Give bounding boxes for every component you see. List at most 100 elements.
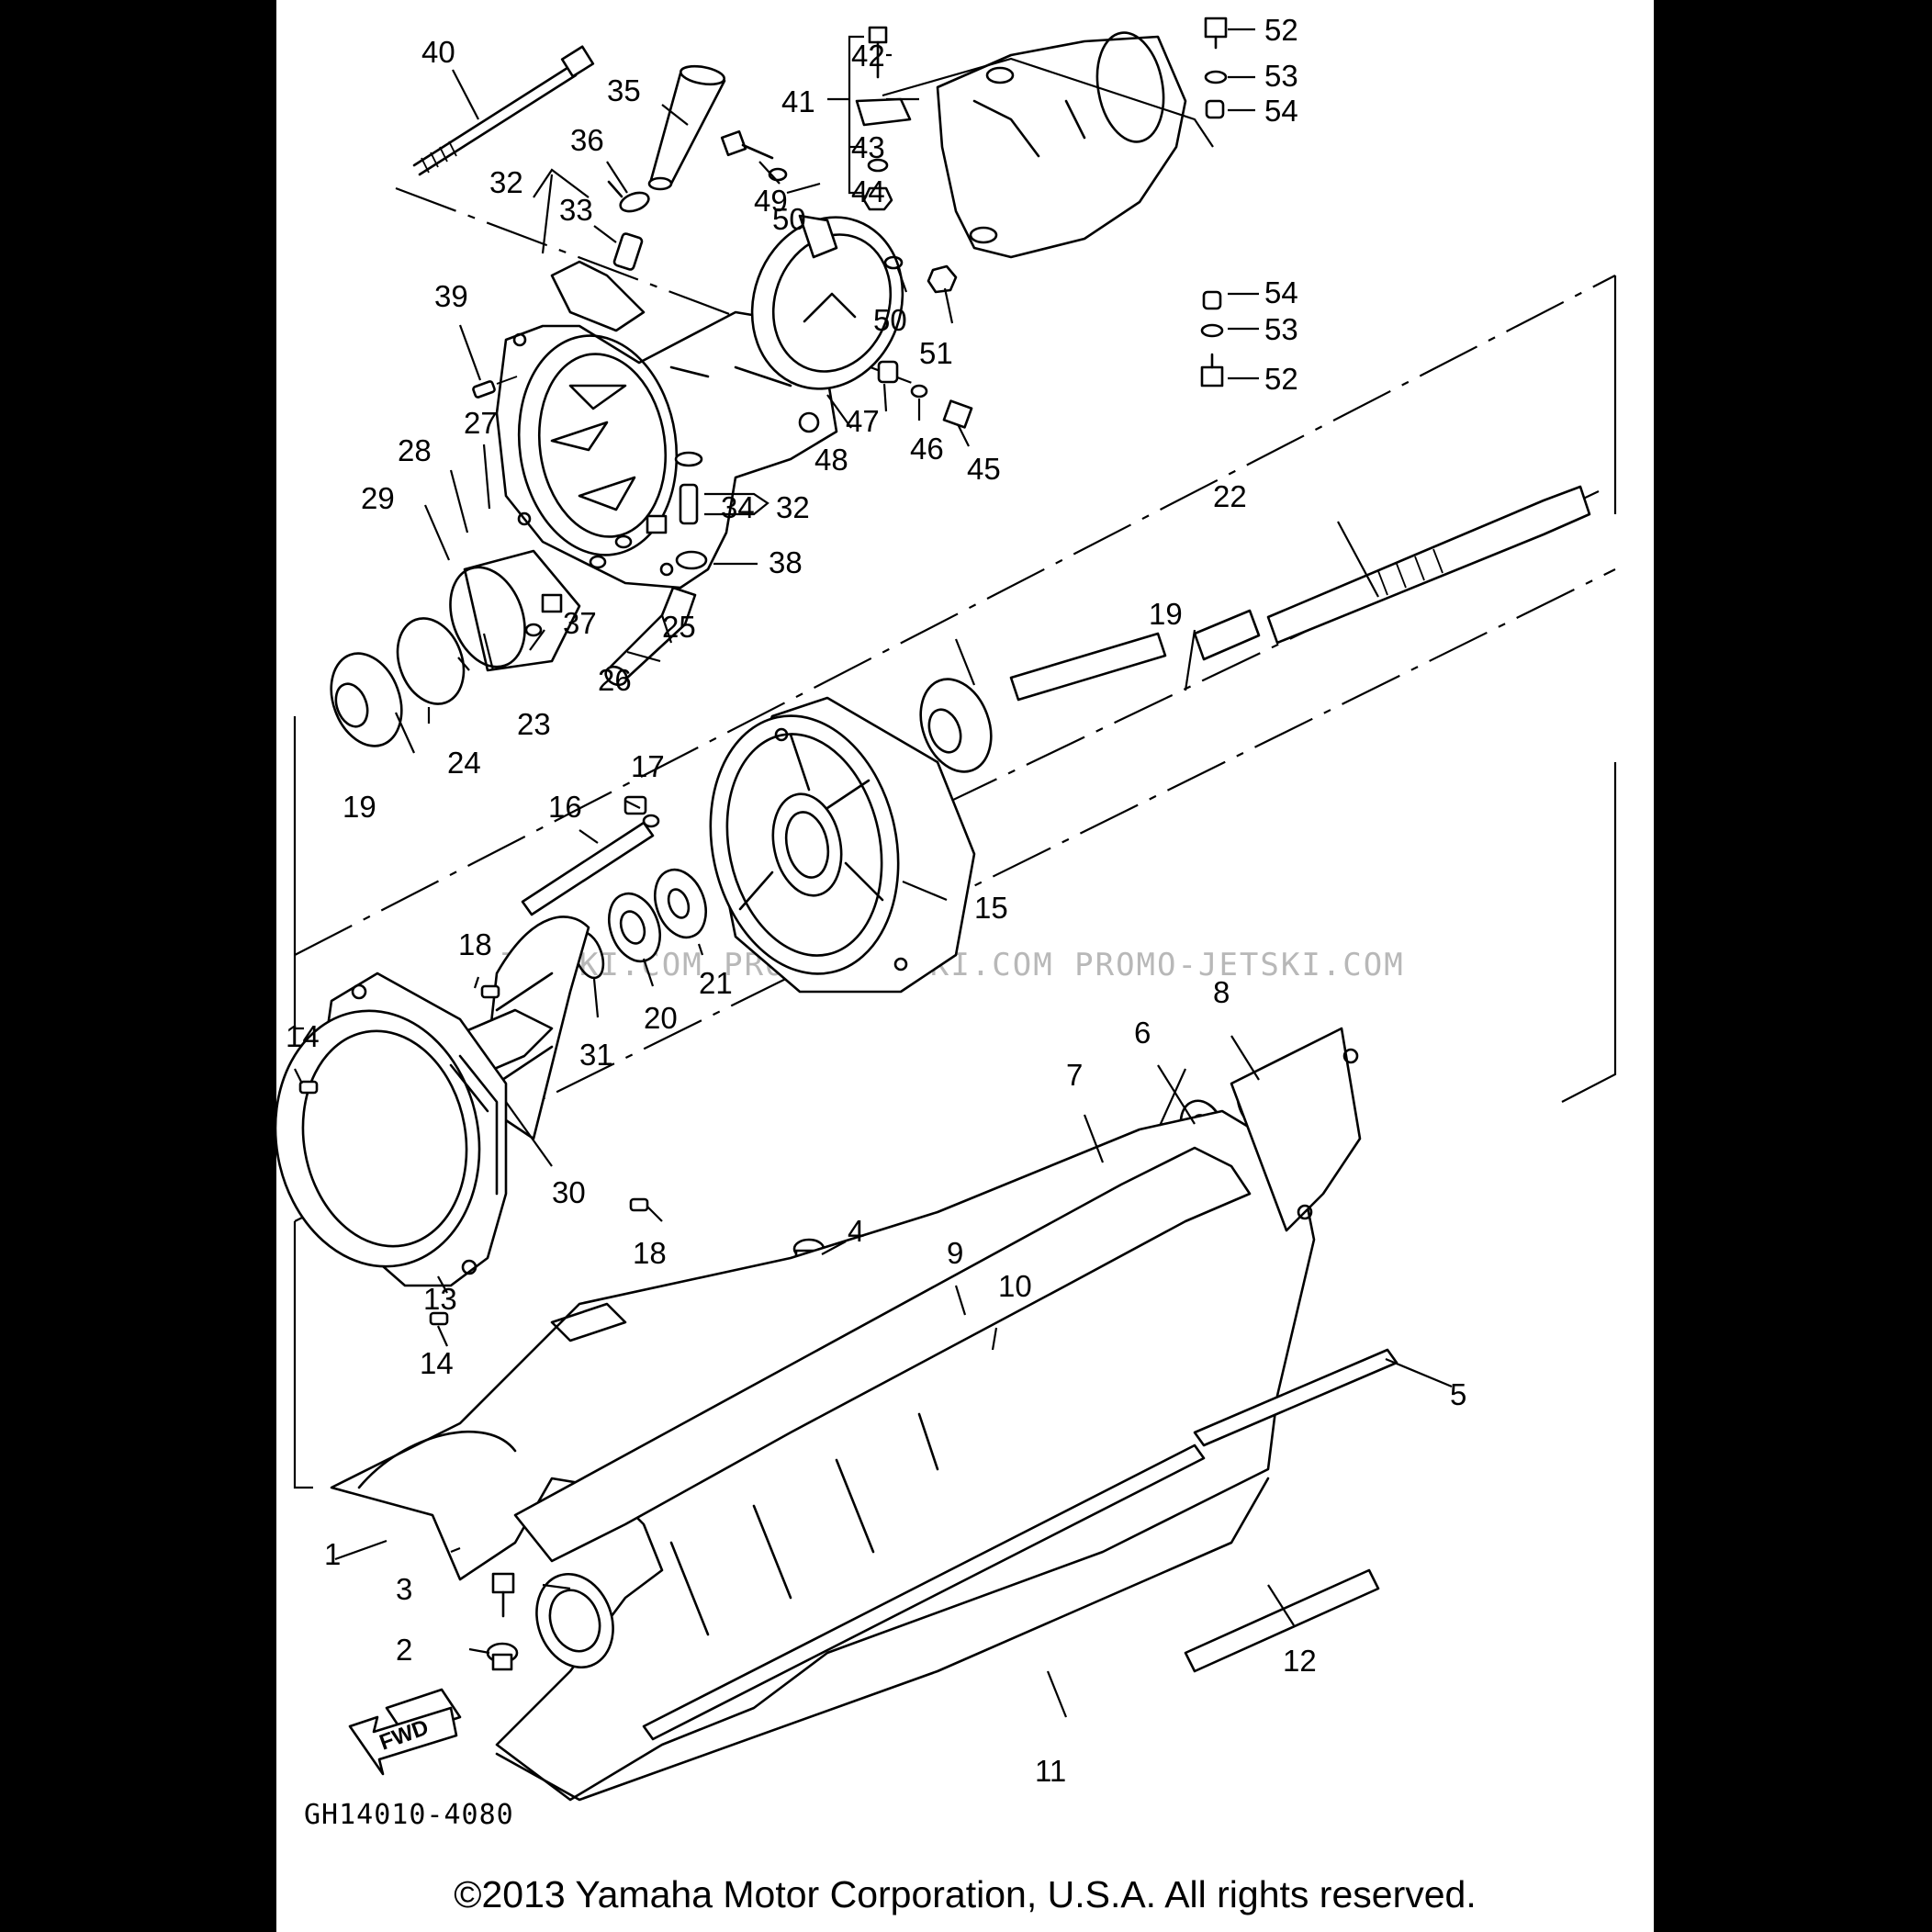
part-29-clip	[589, 555, 607, 569]
exploded-parts-diagram: JETSKI.COM PROMO-JETSKI.COM PROMO-JETSKI…	[276, 13, 1617, 1831]
callout-24: 24	[447, 746, 481, 780]
part-50-washers	[768, 167, 904, 270]
part-26-washer	[524, 623, 543, 637]
callout-10: 10	[998, 1269, 1032, 1303]
diagram-code: GH14010-4080	[304, 1799, 514, 1831]
callout-30: 30	[552, 1175, 586, 1209]
part-2-collar	[486, 1642, 519, 1671]
part-19-bearing-left	[330, 652, 403, 747]
part-25-bolt	[541, 593, 563, 613]
callout-54-top: 54	[1264, 94, 1298, 128]
part-38-clamp	[675, 550, 708, 570]
part-14-pins	[298, 1080, 449, 1326]
callout-38: 38	[769, 545, 803, 579]
callout-53-bottom: 53	[1264, 312, 1298, 346]
part-39-pin	[472, 376, 518, 399]
part-17-fitting	[623, 795, 660, 828]
part-21-bearing	[654, 868, 707, 939]
callout-29: 29	[361, 481, 395, 515]
callout-3: 3	[396, 1572, 412, 1606]
part-5-plate	[642, 1348, 1398, 1741]
callout-20: 20	[644, 1001, 678, 1035]
callout-40: 40	[421, 35, 455, 69]
part-49-bolt	[720, 129, 774, 160]
callout-18-bottom: 18	[633, 1236, 667, 1270]
part-41-bracket	[855, 97, 912, 127]
part-34-pipe	[674, 451, 703, 525]
callout-35: 35	[607, 73, 641, 107]
part-41-deflector	[936, 31, 1187, 259]
callout-19-right: 19	[1149, 597, 1183, 631]
diagram-sheet: JETSKI.COM PROMO-JETSKI.COM PROMO-JETSKI…	[276, 0, 1654, 1932]
callout-54-bottom: 54	[1264, 275, 1298, 309]
callout-49: 49	[754, 184, 788, 218]
part-16-shaft	[521, 821, 655, 916]
callout-34: 34	[721, 490, 755, 524]
part-45-bolt	[942, 399, 973, 429]
part-12-plate	[1184, 1568, 1380, 1673]
part-44-nut	[862, 186, 893, 211]
part-11-main-duct	[330, 1027, 1362, 1802]
part-28-washer	[614, 534, 633, 549]
part-19-bearing-right	[919, 678, 993, 773]
callout-52-bottom: 52	[1264, 362, 1298, 396]
callout-6: 6	[1134, 1016, 1151, 1050]
callout-43: 43	[851, 130, 885, 164]
part-46-washer	[910, 384, 928, 399]
part-20-seal	[608, 892, 661, 963]
part-47-collar	[877, 360, 899, 384]
part-36-clamp	[607, 180, 650, 213]
callout-2: 2	[396, 1633, 412, 1667]
callout-26: 26	[598, 663, 632, 697]
callout-19-left: 19	[343, 790, 376, 824]
callout-47: 47	[846, 404, 880, 438]
callout-14-top: 14	[286, 1019, 320, 1053]
callout-numbers: 40 35 36 32 33 39 27 28 29 25 26 23 24 1…	[286, 13, 1466, 1788]
callout-5: 5	[1450, 1377, 1466, 1411]
part-18-pins	[480, 984, 649, 1212]
callout-15: 15	[974, 891, 1008, 925]
part-33-fitting	[612, 232, 644, 271]
part-22-drive-shaft	[1009, 485, 1591, 702]
callout-33: 33	[559, 193, 593, 227]
part-3-bolt	[491, 1572, 515, 1618]
part-54-collars	[1202, 99, 1225, 310]
callout-28: 28	[398, 433, 432, 467]
leader-lines	[294, 28, 1453, 1718]
part-40-long-bolt	[412, 45, 595, 176]
callout-32-top: 32	[489, 165, 523, 199]
callout-9: 9	[947, 1236, 963, 1270]
callout-50-top: 50	[772, 202, 806, 236]
callout-46: 46	[910, 432, 944, 466]
callout-14-bottom: 14	[420, 1346, 454, 1380]
callout-39: 39	[434, 279, 468, 313]
callout-48: 48	[814, 443, 848, 477]
callout-50-right: 50	[873, 303, 907, 337]
callout-11: 11	[1035, 1754, 1066, 1788]
callout-53-top: 53	[1264, 59, 1298, 93]
callout-45: 45	[967, 452, 1001, 486]
callout-44: 44	[851, 174, 885, 208]
forward-arrow: FWD	[348, 1706, 458, 1776]
callout-8: 8	[1213, 975, 1230, 1009]
copyright-notice: ©2013 Yamaha Motor Corporation, U.S.A. A…	[454, 1873, 1477, 1915]
callout-25: 25	[662, 610, 696, 644]
callout-32-right: 32	[776, 490, 810, 524]
part-13-duct	[276, 972, 508, 1287]
callout-52-top: 52	[1264, 13, 1298, 47]
callout-41: 41	[781, 84, 815, 118]
callout-1: 1	[324, 1537, 341, 1571]
callout-21: 21	[699, 966, 733, 1000]
callout-12: 12	[1283, 1644, 1317, 1678]
callout-23: 23	[517, 707, 551, 741]
callout-4: 4	[848, 1214, 864, 1248]
callout-31: 31	[579, 1038, 613, 1072]
callout-51: 51	[919, 336, 953, 370]
callout-16: 16	[548, 790, 582, 824]
part-35-hose	[647, 64, 726, 191]
part-43-washer	[867, 158, 889, 173]
callout-27: 27	[464, 406, 498, 440]
callout-36: 36	[570, 123, 604, 157]
callout-22: 22	[1213, 479, 1247, 513]
part-51-nut	[927, 264, 958, 294]
